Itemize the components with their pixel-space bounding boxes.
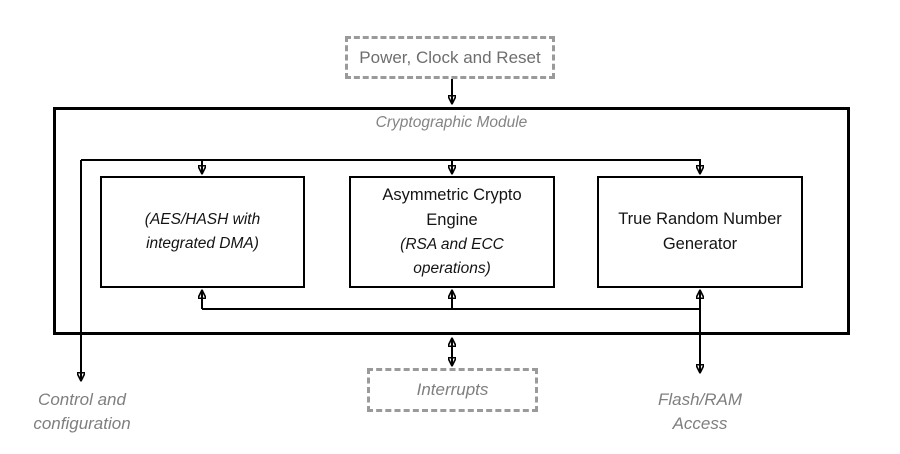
- block-aes-hash-dma: (AES/HASH with integrated DMA): [100, 176, 305, 288]
- block-true-random-number-generator: True Random Number Generator: [597, 176, 803, 288]
- power-clock-reset-box: Power, Clock and Reset: [345, 36, 555, 79]
- control-configuration-label: Control and configuration: [33, 390, 131, 433]
- block-aes-hash-dma-label: (AES/HASH with integrated DMA): [144, 211, 261, 252]
- interrupts-box: Interrupts: [367, 368, 538, 412]
- power-clock-reset-label: Power, Clock and Reset: [359, 47, 541, 67]
- block-true-random-number-generator-label: True Random Number Generator: [618, 210, 782, 253]
- block-asymmetric-crypto-engine-sublabel: (RSA and ECC operations): [400, 236, 504, 277]
- flash-ram-access-label: Flash/RAM Access: [657, 390, 743, 433]
- interrupts-label: Interrupts: [416, 380, 489, 399]
- module-title: Cryptographic Module: [375, 114, 528, 131]
- block-asymmetric-crypto-engine-label: Asymmetric Crypto Engine: [382, 186, 522, 229]
- cryptographic-module-box: Cryptographic Module: [53, 107, 850, 335]
- block-asymmetric-crypto-engine: Asymmetric Crypto Engine (RSA and ECC op…: [349, 176, 555, 288]
